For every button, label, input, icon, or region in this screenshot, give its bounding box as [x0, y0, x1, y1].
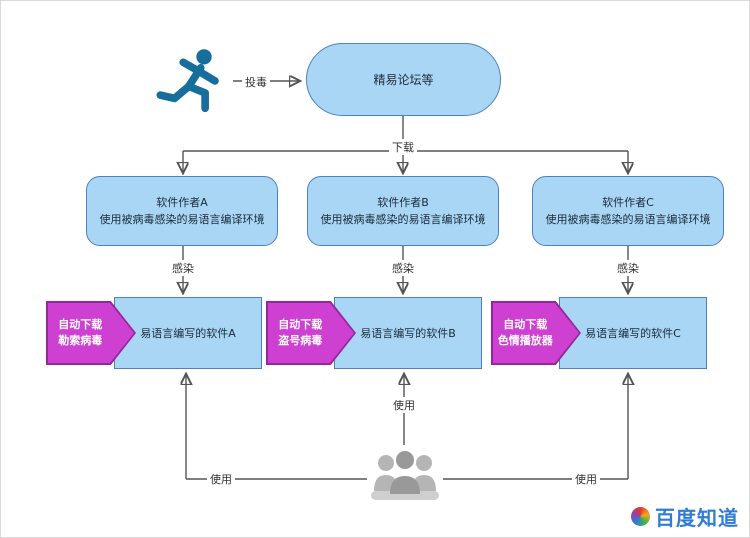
author-title: 软件作者C — [602, 196, 654, 209]
author-desc: 使用被病毒感染的易语言编译环境 — [99, 213, 265, 226]
edge-label-use-b: 使用 — [390, 397, 418, 413]
virus-tag-line2: 盗号病毒 — [278, 334, 323, 347]
author-node-c: 软件作者C 使用被病毒感染的易语言编译环境 — [532, 176, 724, 246]
edge-label-infect-c: 感染 — [614, 260, 642, 276]
edge-label-poison: 投毒 — [242, 74, 270, 90]
virus-tag-line1: 自动下载 — [503, 318, 548, 331]
edge-label-use-c: 使用 — [572, 471, 600, 487]
software-label: 易语言编写的软件A — [140, 327, 236, 340]
edge-label-use-a: 使用 — [207, 471, 235, 487]
forum-node: 精易论坛等 — [306, 43, 501, 116]
edge-label-infect-b: 感染 — [389, 260, 417, 276]
virus-tag-line2: 勒索病毒 — [58, 334, 103, 347]
virus-tag-line1: 自动下载 — [58, 318, 103, 331]
author-title: 软件作者A — [156, 196, 208, 209]
author-node-b: 软件作者B 使用被病毒感染的易语言编译环境 — [307, 176, 499, 246]
software-label: 易语言编写的软件C — [585, 327, 681, 340]
running-man-icon — [151, 47, 233, 117]
virus-tag-line2: 色情播放器 — [497, 334, 553, 347]
watermark-text: 百度知道 — [655, 506, 739, 530]
virus-tag-line1: 自动下载 — [278, 318, 323, 331]
edge-label-download: 下载 — [389, 139, 417, 155]
author-title: 软件作者B — [377, 196, 429, 209]
baidu-zhidao-logo-icon — [631, 507, 650, 526]
software-node-b: 易语言编写的软件B — [334, 297, 482, 369]
users-group-icon — [365, 445, 445, 505]
software-node-c: 易语言编写的软件C — [559, 297, 707, 369]
forum-label: 精易论坛等 — [373, 73, 434, 87]
software-node-a: 易语言编写的软件A — [114, 297, 262, 369]
edge-label-infect-a: 感染 — [169, 260, 197, 276]
watermark-baidu-zhidao: 百度知道 — [631, 502, 739, 531]
author-node-a: 软件作者A 使用被病毒感染的易语言编译环境 — [86, 176, 278, 246]
author-desc: 使用被病毒感染的易语言编译环境 — [545, 213, 711, 226]
author-desc: 使用被病毒感染的易语言编译环境 — [320, 213, 486, 226]
software-label: 易语言编写的软件B — [360, 327, 456, 340]
